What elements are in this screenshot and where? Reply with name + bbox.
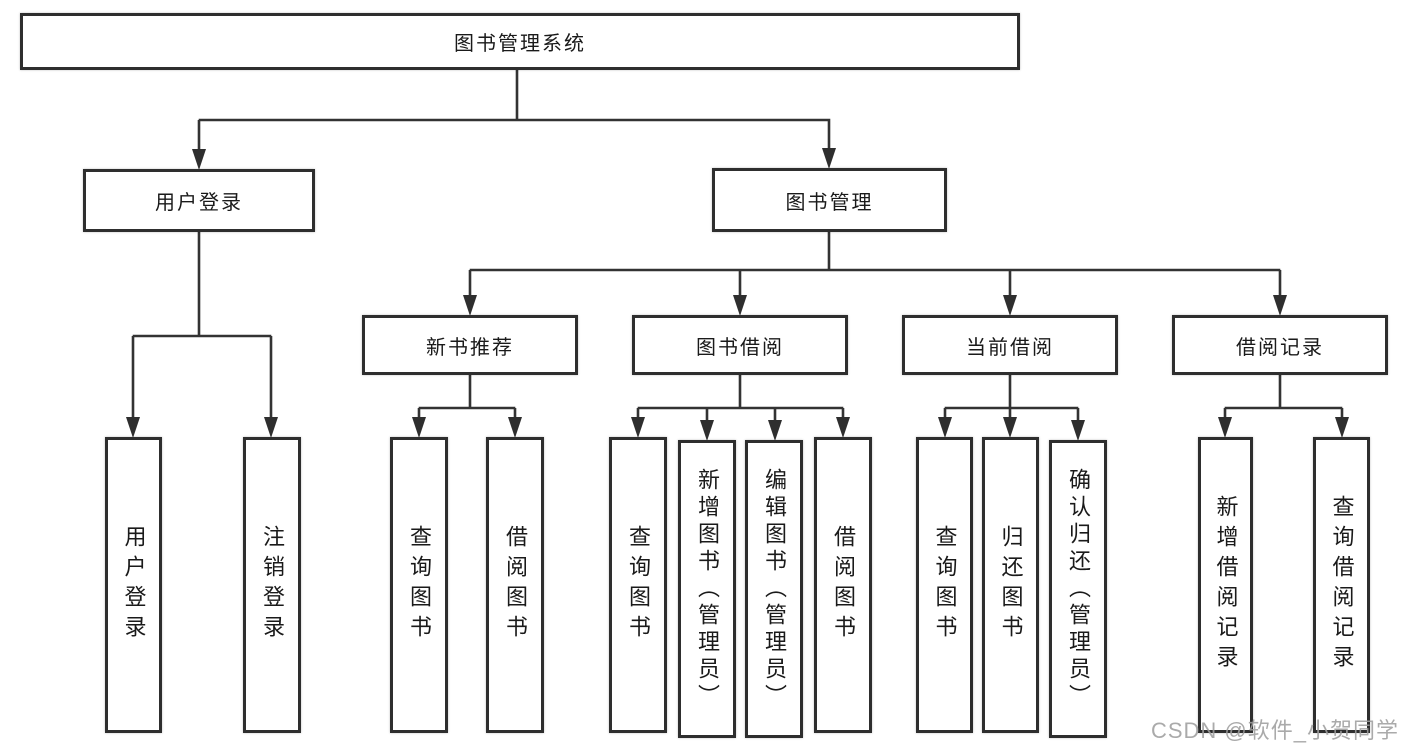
node-label: 用户登录 [155,192,243,214]
node-current-borrowing: 当前借阅 [902,315,1118,375]
node-label: 借阅记录 [1236,336,1324,359]
node-label: 注销登录 [260,525,285,645]
node-book-borrowing: 图书借阅 [632,315,848,375]
node-label: 借阅图书 [831,525,856,645]
node-label: 新书推荐 [426,336,514,359]
node-label: 新增图书（管理员） [695,467,720,711]
node-cb-return-books: 归还图书 [982,437,1039,733]
node-label: 查询借阅记录 [1329,495,1355,675]
node-br-add-record: 新增借阅记录 [1198,437,1253,733]
node-label: 图书借阅 [696,336,784,359]
csdn-watermark: CSDN @软件_小贺同学 [1150,718,1399,743]
node-label: 编辑图书（管理员） [762,467,787,711]
node-borrowing-records: 借阅记录 [1172,315,1388,375]
node-label: 查询图书 [407,525,432,645]
node-label: 查询图书 [626,525,651,645]
node-nbr-query-books: 查询图书 [390,437,448,733]
node-bb-borrow-books: 借阅图书 [814,437,872,733]
node-cb-confirm-return-admin: 确认归还（管理员） [1049,440,1107,738]
node-label: 图书管理系统 [454,33,586,55]
node-book-management: 图书管理 [712,168,947,232]
node-bb-query-books: 查询图书 [609,437,667,733]
node-cb-query-books: 查询图书 [916,437,973,733]
node-label: 新增借阅记录 [1213,495,1239,675]
node-bb-edit-books-admin: 编辑图书（管理员） [745,440,803,738]
node-br-query-record: 查询借阅记录 [1313,437,1370,733]
node-leaf-user-login: 用户登录 [105,437,162,733]
node-label: 确认归还（管理员） [1066,467,1091,711]
node-bb-add-books-admin: 新增图书（管理员） [678,440,736,738]
node-label: 借阅图书 [503,525,528,645]
connector-path [131,70,1344,434]
node-leaf-logout: 注销登录 [243,437,301,733]
node-label: 当前借阅 [966,336,1054,359]
node-label: 归还图书 [998,525,1024,645]
node-new-book-recommendation: 新书推荐 [362,315,578,375]
node-nbr-borrow-books: 借阅图书 [486,437,544,733]
node-library-management-system: 图书管理系统 [20,13,1020,70]
node-label: 图书管理 [785,191,874,214]
node-label: 查询图书 [932,525,958,645]
node-label: 用户登录 [121,525,147,645]
node-user-login: 用户登录 [83,169,315,232]
